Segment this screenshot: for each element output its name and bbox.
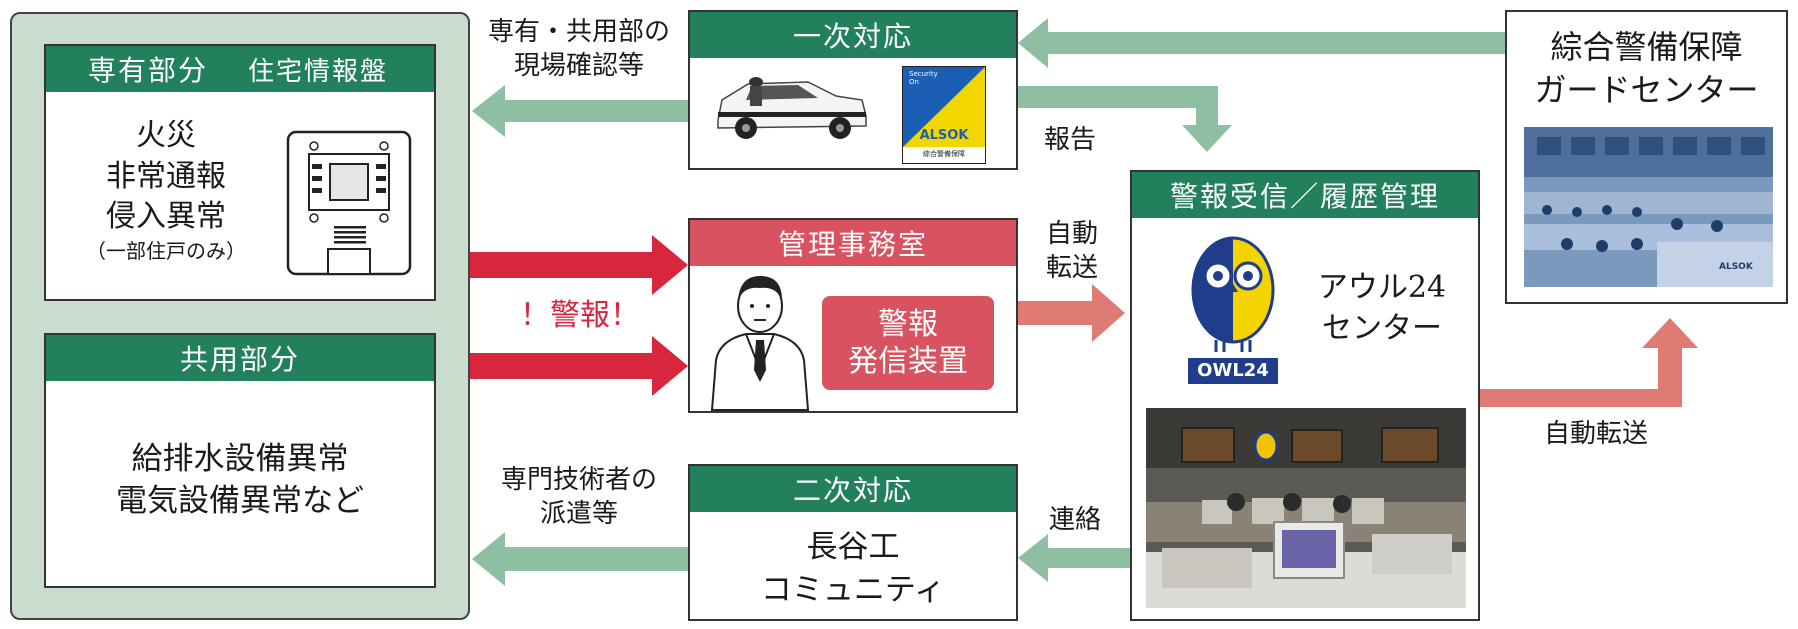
arrow-alarm-exclusive [470, 235, 688, 295]
management-office-header: 管理事務室 [690, 220, 1016, 266]
secondary-response-box: 二次対応 長谷工 コミュニティ [688, 464, 1018, 621]
patrol-car-icon [717, 77, 867, 139]
item-electric: 電気設備異常など [116, 482, 364, 519]
company-name-line1: 長谷工 [806, 529, 900, 565]
label-dispatch-line1: 専門技術者の [500, 465, 657, 495]
label-site-check: 専有・共用部の 現場確認等 [468, 16, 690, 84]
label-site-check-line2: 現場確認等 [513, 50, 644, 81]
owl24-monitoring-photo [1146, 408, 1466, 608]
label-auto-transfer-1: 自動 転送 [1020, 218, 1124, 286]
alsok-logo: Security On ALSOK 綜合警備保障 [902, 66, 986, 164]
guard-center-title: 綜合警備保障 ガードセンター [1507, 26, 1786, 112]
arrow-guard-to-primary [1018, 18, 1505, 68]
primary-response-title: 一次対応 [792, 20, 913, 53]
guard-center-title-line2: ガードセンター [1534, 71, 1759, 110]
label-auto-transfer-2: 自動転送 [1543, 419, 1648, 449]
company-name-line2: コミュニティ [760, 572, 946, 609]
alsok-logo-text: ALSOK [919, 128, 969, 143]
common-area-title: 共用部分 [179, 343, 300, 376]
alsok-logo-mark [903, 67, 985, 163]
arrow-primary-report [1018, 86, 1232, 152]
arrow-alarm-common [470, 336, 688, 396]
alarm-transmitter-line2: 発信装置 [848, 344, 968, 379]
home-info-panel-icon [286, 130, 412, 276]
label-contact: 連絡 [1048, 505, 1101, 535]
item-emergency: 非常通報 [106, 158, 226, 194]
owl24-header: 警報受信／履歴管理 [1132, 172, 1478, 218]
label-auto-transfer-1-line2: 転送 [1045, 252, 1098, 283]
guard-photo-logo: ALSOK [1719, 262, 1753, 272]
guard-center-photo [1524, 127, 1773, 287]
label-report: 報告 [1043, 125, 1096, 155]
exclusive-area-header: 専有部分 住宅情報盤 [46, 46, 434, 92]
owl24-name-line2: センター [1322, 310, 1442, 346]
primary-response-header: 一次対応 [690, 12, 1016, 58]
alsok-company-text: 綜合警備保障 [923, 150, 965, 158]
secondary-company-name: 長谷工 コミュニティ [690, 526, 1016, 613]
owl24-box: 警報受信／履歴管理 OWL24 アウル24 センター [1130, 170, 1480, 621]
arrow-site-check [472, 85, 688, 137]
owl24-logo [1188, 236, 1278, 384]
alarm-transmitter-line1: 警報 [878, 306, 938, 342]
item-fire: 火災 [136, 118, 196, 153]
label-auto-transfer-1-line1: 自動 [1045, 219, 1098, 249]
management-office-title: 管理事務室 [777, 228, 928, 261]
exclusive-area-title: 専有部分 [88, 54, 209, 87]
exclusive-items: 火災 非常通報 侵入異常 （一部住戸のみ） [66, 116, 266, 265]
primary-response-box: 一次対応 Security On ALSOK 綜合警備保障 [688, 10, 1018, 170]
arrow-auto-transfer-owl [1018, 284, 1125, 342]
common-area-header: 共用部分 [46, 335, 434, 381]
guard-center-box: 綜合警備保障 ガードセンター ALSOK [1505, 10, 1788, 304]
arrow-dispatch [472, 532, 688, 586]
home-info-panel-title: 住宅情報盤 [248, 56, 389, 87]
item-water: 給排水設備異常 [131, 441, 349, 477]
label-dispatch: 専門技術者の 派遣等 [468, 464, 690, 532]
arrow-contact [1018, 534, 1145, 582]
owl24-logo-text: OWL24 [1197, 360, 1269, 381]
label-alarm: ！警報！ [520, 298, 640, 333]
alsok-security-on: Security On [909, 70, 938, 86]
alarm-transmitter: 警報 発信装置 [822, 296, 994, 390]
secondary-response-title: 二次対応 [792, 474, 913, 507]
exclusive-area-box: 専有部分 住宅情報盤 火災 非常通報 侵入異常 （一部住戸のみ） [44, 44, 436, 301]
management-office-box: 管理事務室 警報 発信装置 [688, 218, 1018, 413]
arrow-auto-transfer-guard [1480, 318, 1698, 407]
item-intrusion: 侵入異常 [106, 199, 226, 234]
guard-center-title-line1: 綜合警備保障 [1550, 28, 1743, 66]
label-site-check-line1: 専有・共用部の [487, 17, 670, 47]
owl24-title: 警報受信／履歴管理 [1169, 180, 1440, 213]
owl24-name-line1: アウル24 [1317, 270, 1447, 305]
owl24-center-name: アウル24 センター [1294, 268, 1470, 349]
common-items: 給排水設備異常 電気設備異常など [46, 439, 434, 523]
label-dispatch-line2: 派遣等 [539, 498, 618, 529]
common-area-box: 共用部分 給排水設備異常 電気設備異常など [44, 333, 436, 588]
item-note: （一部住戸のみ） [86, 238, 246, 263]
office-staff-icon [710, 276, 810, 411]
secondary-response-header: 二次対応 [690, 466, 1016, 512]
